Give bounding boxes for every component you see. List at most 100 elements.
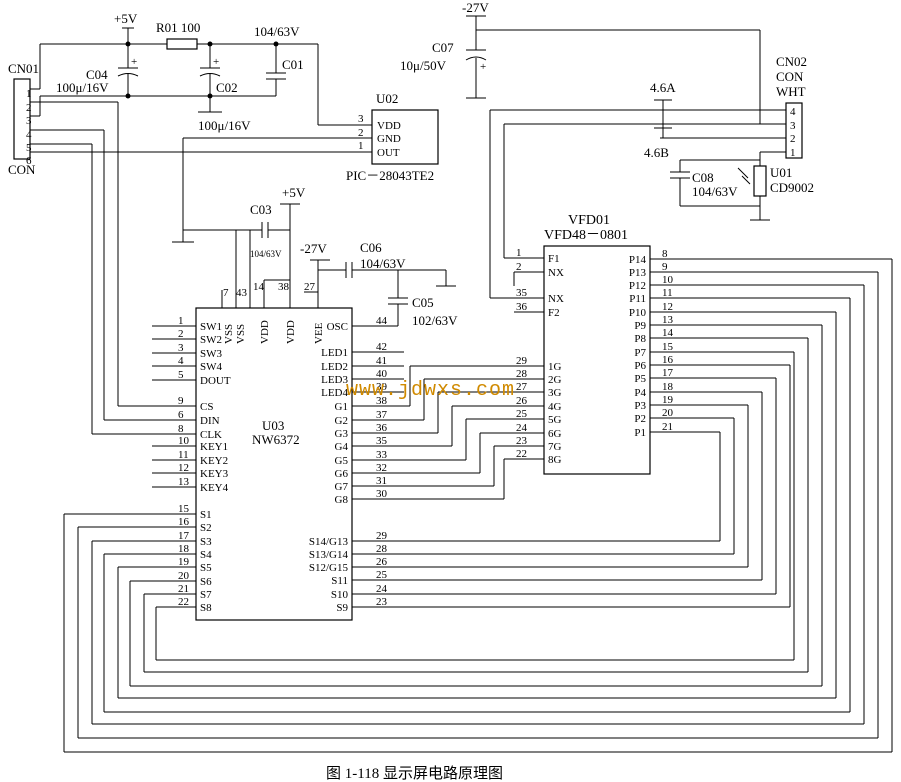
svg-text:G7: G7 [335,481,349,493]
svg-text:36: 36 [516,301,528,313]
svg-text:41: 41 [376,355,387,367]
u02-part: PIC－28043TE2 [346,168,434,183]
svg-text:28: 28 [516,368,528,380]
svg-text:1: 1 [516,247,522,259]
svg-text:P9: P9 [634,320,646,332]
svg-text:22: 22 [516,448,527,460]
svg-text:CS: CS [200,401,213,413]
svg-text:G8: G8 [335,494,349,506]
svg-text:35: 35 [376,435,388,447]
cn01-pin-5: 5 [26,142,32,154]
svg-text:+: + [213,56,219,68]
svg-text:OSC: OSC [327,321,348,333]
svg-text:VEE: VEE [313,322,325,344]
svg-text:38: 38 [278,281,290,293]
svg-text:25: 25 [376,569,388,581]
c04-name: C04 [86,67,108,82]
c08-value: 104/63V [692,184,738,199]
r01-label: R01 100 [156,20,200,35]
svg-text:15: 15 [178,503,190,515]
svg-text:42: 42 [376,341,387,353]
svg-text:8: 8 [178,423,184,435]
svg-text:SW3: SW3 [200,348,223,360]
svg-text:17: 17 [178,530,190,542]
svg-text:3: 3 [358,113,364,125]
svg-text:31: 31 [376,475,387,487]
svg-text:39: 39 [376,381,388,393]
svg-text:24: 24 [376,583,388,595]
svg-text:13: 13 [662,314,674,326]
svg-text:G6: G6 [335,468,349,480]
svg-text:S14/G13: S14/G13 [309,536,349,548]
u02-body [371,109,439,165]
svg-text:G1: G1 [335,401,348,413]
cn01-pin-4: 4 [26,129,32,141]
svg-text:OUT: OUT [377,147,400,159]
svg-text:S12/G15: S12/G15 [309,562,349,574]
watermark: www.jdwxs.com [346,379,515,402]
svg-text:23: 23 [516,435,528,447]
c06-value: 104/63V [360,256,406,271]
svg-text:P10: P10 [629,307,647,319]
figure-caption: 图 1-118 显示屏电路原理图 [326,765,503,782]
c08-name: C08 [692,170,714,185]
vfd01-right-pins: 8P149P1310P1211P1112P1013P914P815P716P61… [629,248,680,439]
svg-text:9: 9 [178,395,184,407]
vfd01-name: VFD01 [568,213,610,228]
svg-text:P13: P13 [629,267,647,279]
svg-text:17: 17 [662,367,674,379]
svg-text:19: 19 [178,556,190,568]
v46b-label: 4.6B [644,145,669,160]
c05-name: C05 [412,295,434,310]
svg-text:28: 28 [376,543,388,555]
svg-text:7: 7 [223,287,229,299]
svg-text:16: 16 [178,516,190,528]
svg-text:VSS: VSS [223,324,235,344]
vfd01-part: VFD48－0801 [544,228,628,243]
svg-text:SW2: SW2 [200,334,222,346]
svg-text:VSS: VSS [235,324,247,344]
svg-text:S5: S5 [200,562,212,574]
connector-cn02: CN02 CON WHT 4 3 2 1 [490,54,807,159]
u02-name: U02 [376,91,398,106]
svg-text:7G: 7G [548,441,562,453]
svg-text:KEY3: KEY3 [200,468,229,480]
svg-text:F2: F2 [548,307,560,319]
svg-text:3: 3 [790,120,796,132]
cn01-pin-2: 2 [26,102,32,114]
u03-right-pins: 44OSC42LED141LED240LED339LED438G137G236G… [309,315,392,614]
svg-text:32: 32 [376,462,387,474]
svg-text:29: 29 [376,530,388,542]
cn02-type2: WHT [776,84,806,99]
connector-cn01: CN01 1 2 3 4 5 6 CON [8,61,39,177]
svg-text:38: 38 [376,395,388,407]
svg-text:21: 21 [662,421,673,433]
svg-text:KEY1: KEY1 [200,441,228,453]
p5v-top-label: +5V [114,11,138,26]
svg-text:VDD: VDD [377,120,401,132]
cn02-type1: CON [776,69,804,84]
svg-text:24: 24 [516,422,528,434]
u03-name: U03 [262,418,284,433]
svg-text:27: 27 [516,381,528,393]
svg-text:1: 1 [178,315,184,327]
svg-text:18: 18 [662,381,674,393]
